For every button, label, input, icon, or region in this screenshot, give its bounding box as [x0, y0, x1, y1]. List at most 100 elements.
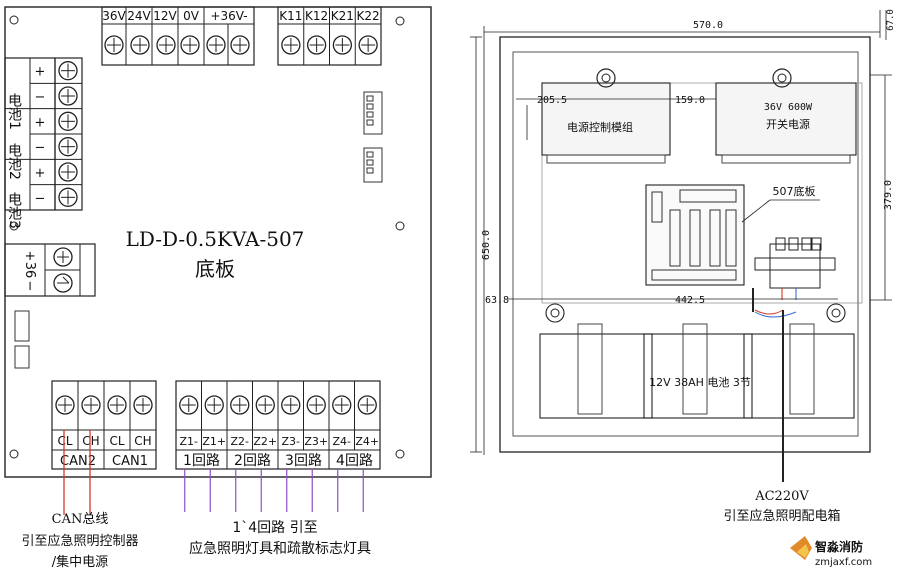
screw-icon: [58, 61, 78, 81]
board-model: LD-D-0.5KVA-507: [126, 227, 305, 251]
back-plate: [541, 82, 863, 304]
screw-icon: [230, 35, 250, 55]
screw-icon: [107, 395, 127, 415]
zone-pin-label: Z1-: [179, 435, 198, 448]
zone-group-label: 1回路: [183, 453, 220, 469]
screw-icon: [255, 395, 275, 415]
battery-3-label: 电池3: [6, 192, 22, 229]
fan-icon: [772, 68, 792, 88]
screw-icon: [179, 395, 199, 415]
zone-group-label: 4回路: [336, 453, 373, 469]
top-terminal-label: 36V: [102, 9, 126, 23]
can2-group-label: CAN2: [60, 454, 96, 469]
screw-icon: [81, 395, 101, 415]
battery-cell: [643, 333, 753, 419]
dc36-minus-label: −: [22, 281, 37, 292]
fix-hole-icon: [826, 303, 846, 323]
circuit-breakers: [754, 237, 836, 300]
dc36-terminal-block: + 36 −: [4, 243, 96, 297]
screw-icon: [58, 187, 78, 207]
battery-cell: [743, 333, 855, 419]
can1-group-label: CAN1: [112, 454, 148, 469]
screw-icon: [306, 395, 326, 415]
mount-hole: [9, 449, 19, 459]
screw-icon: [58, 86, 78, 106]
power-control-module-label: 电源控制模组: [567, 120, 633, 134]
battery-cell: [539, 333, 653, 419]
dim-bottom-mid: 442.5: [675, 295, 705, 306]
fan-hub-icon: [777, 73, 787, 83]
mount-hole: [395, 449, 405, 459]
can-pin-label: CL: [109, 434, 124, 448]
battery-1-label: 电池1: [6, 93, 22, 130]
screw-icon: [133, 395, 153, 415]
screw-icon: [156, 35, 176, 55]
jumper-blocks: [14, 91, 383, 369]
dim-left1: 205.5: [537, 95, 567, 106]
mount-hole: [395, 221, 405, 231]
screw-icon: [358, 35, 378, 55]
fan-icon: [596, 68, 616, 88]
zone-pin-label: Z4+: [355, 435, 379, 448]
screw-icon: [204, 395, 224, 415]
zone-pin-label: Z2-: [230, 435, 249, 448]
screw-icon: [58, 137, 78, 157]
top-terminal-label: +36V-: [210, 9, 247, 23]
watermark-cn: 智淼消防: [814, 539, 863, 554]
dim-top: 67.0: [886, 9, 896, 31]
mount-hole: [395, 16, 405, 26]
battery-sign: +: [35, 166, 46, 181]
battery-pack: 12V 38AH 电池 3节: [539, 323, 855, 419]
can-note-line3: /集中电源: [52, 554, 108, 570]
top-terminal-label: 24V: [127, 9, 151, 23]
top-terminal-label: 12V: [153, 9, 177, 23]
battery-sign: +: [35, 65, 46, 80]
mounted-507-board: 507底板: [645, 184, 820, 286]
can-note-line1: CAN总线: [52, 512, 109, 527]
can-note-line2: 引至应急照明控制器: [21, 533, 138, 549]
flame-logo-icon: [790, 536, 812, 560]
zone-pin-label: Z3-: [281, 435, 300, 448]
relay-terminal-label: K12: [305, 9, 328, 23]
board-title: 底板: [195, 257, 235, 281]
zone-pin-label: Z1+: [202, 435, 226, 448]
battery-sign: −: [35, 90, 46, 105]
screw-icon: [53, 247, 73, 267]
switching-psu-module: 36V 600W 开关电源: [715, 68, 857, 164]
dc36-value-label: 36: [22, 262, 37, 279]
dim-right: 379.0: [883, 180, 894, 210]
zone-wires: [184, 469, 364, 512]
can-wires: [63, 430, 91, 515]
ac-note-line1: AC220V: [754, 489, 809, 504]
battery-sign: −: [35, 191, 46, 206]
fan-hub-icon: [601, 73, 611, 83]
ac-note-line2: 引至应急照明配电箱: [723, 508, 840, 524]
screw-icon: [58, 162, 78, 182]
zone-note-line1: 1`4回路 引至: [232, 520, 317, 536]
mount-hole: [9, 221, 19, 231]
can-pin-label: CH: [134, 434, 151, 448]
battery-pack-label: 12V 38AH 电池 3节: [649, 376, 751, 389]
zone-group-label: 3回路: [285, 453, 322, 469]
dim-left2: 159.0: [675, 95, 705, 106]
screw-icon: [230, 395, 250, 415]
screw-icon: [332, 395, 352, 415]
battery-terminal-block: +−+−+− 电池1 电池2 电池3: [4, 57, 83, 229]
zone-pin-label: Z3+: [304, 435, 328, 448]
dim-height: 650.0: [481, 230, 492, 260]
screw-icon: [306, 35, 327, 55]
zone-group-label: 2回路: [234, 453, 271, 469]
can-pin-label: CL: [57, 434, 72, 448]
power-control-module: 电源控制模组: [541, 68, 671, 164]
relay-terminal-label: K11: [279, 9, 302, 23]
watermark-url: zmjaxf.com: [815, 557, 872, 568]
battery-sign: −: [35, 141, 46, 156]
screw-icon: [357, 395, 377, 415]
mount-hole: [9, 15, 19, 25]
dc36-plus-label: +: [22, 251, 37, 262]
watermark: 智淼消防 zmjaxf.com: [790, 536, 872, 568]
relay-terminal-label: K22: [357, 9, 380, 23]
